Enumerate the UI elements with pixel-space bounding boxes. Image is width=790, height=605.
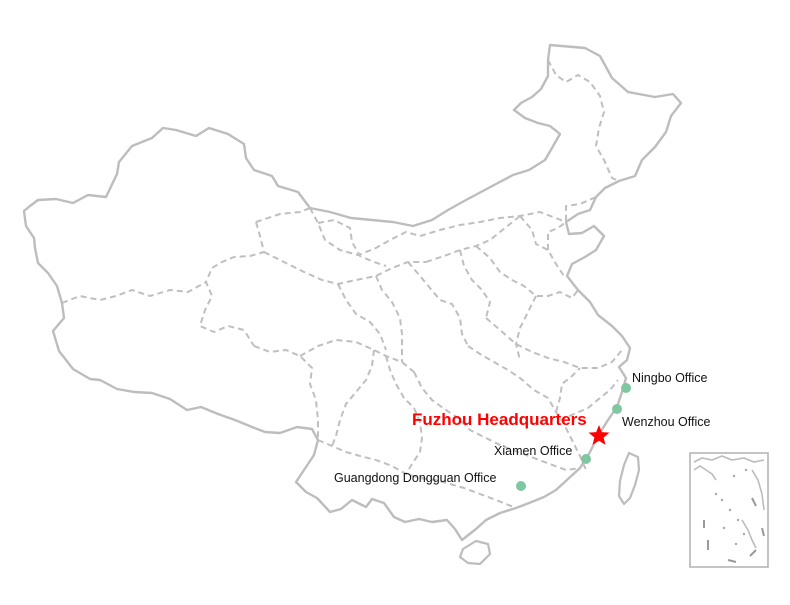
office-label-xiamen: Xiamen Office xyxy=(494,444,572,458)
wenzhou-marker[interactable] xyxy=(612,404,622,414)
office-label-ningbo: Ningbo Office xyxy=(632,371,708,385)
star-icon[interactable] xyxy=(588,425,610,445)
xiamen-marker[interactable] xyxy=(581,454,591,464)
office-markers xyxy=(516,383,631,491)
office-label-wenzhou: Wenzhou Office xyxy=(622,415,711,429)
hq-label: Fuzhou Headquarters xyxy=(412,410,587,429)
ningbo-marker[interactable] xyxy=(621,383,631,393)
province-borders xyxy=(61,59,623,509)
hainan-island xyxy=(458,539,492,566)
taiwan-island xyxy=(617,451,641,506)
south-china-sea-inset xyxy=(689,452,769,568)
country-outline xyxy=(22,43,683,542)
dongguan-marker[interactable] xyxy=(516,481,526,491)
office-label-dongguan: Guangdong Dongguan Office xyxy=(334,471,496,485)
